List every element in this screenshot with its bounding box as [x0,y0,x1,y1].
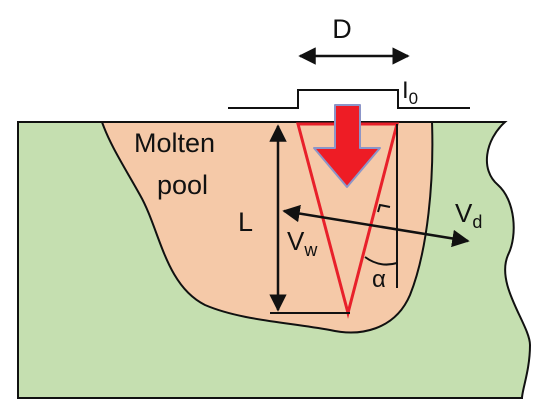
angle-label: α [372,266,386,293]
intensity-label: I0 [402,77,418,108]
beam-profile [228,89,470,109]
angle-arc [364,256,398,266]
right-angle-marker [377,203,391,213]
molten-pool-label-line1: Molten [134,128,215,158]
beam-diameter-label: D [332,14,352,44]
molten-pool-label-line2: pool [157,170,208,200]
depth-label: L [238,207,253,237]
velocity-arrow [282,204,470,248]
drill-velocity-label: Vd [455,198,482,232]
beam-arrow [313,104,381,188]
wall-velocity-label: Vw [287,226,318,260]
